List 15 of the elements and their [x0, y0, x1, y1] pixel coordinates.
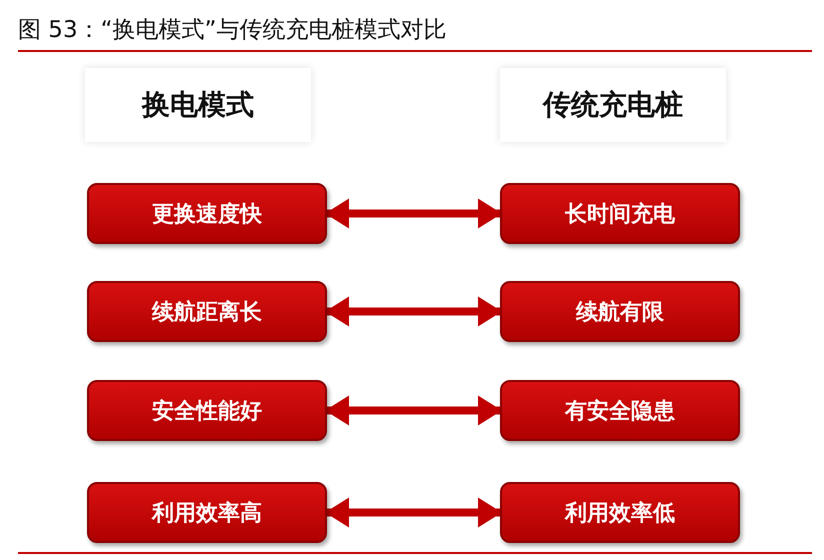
- feature-box: 续航有限: [500, 281, 740, 342]
- feature-box: 利用效率低: [500, 482, 740, 543]
- feature-box: 利用效率高: [87, 482, 327, 543]
- column-heading: 换电模式: [85, 68, 311, 142]
- double-arrow: [325, 498, 502, 528]
- double-arrow: [325, 198, 502, 228]
- feature-box: 有安全隐患: [500, 380, 740, 441]
- feature-box: 长时间充电: [500, 183, 740, 244]
- column-heading: 传统充电桩: [500, 68, 726, 142]
- figure-title: 图 53：“换电模式”与传统充电桩模式对比: [18, 16, 446, 45]
- feature-box: 续航距离长: [87, 281, 327, 342]
- double-arrow: [325, 396, 502, 426]
- feature-box: 更换速度快: [87, 183, 327, 244]
- double-arrow: [325, 296, 502, 326]
- feature-box: 安全性能好: [87, 380, 327, 441]
